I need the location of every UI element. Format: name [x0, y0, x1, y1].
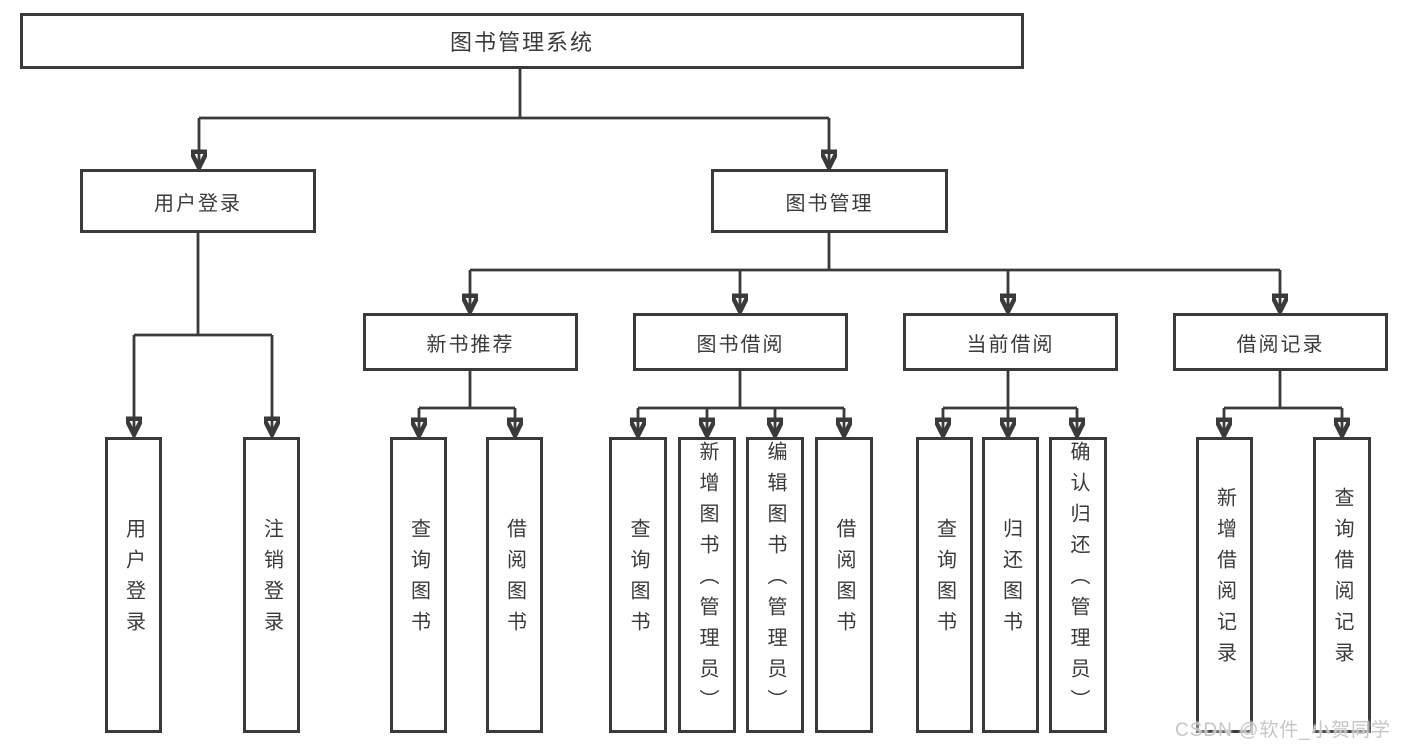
- leaf-query-books-2: 查询图书: [609, 437, 667, 733]
- node-book-borrow: 图书借阅: [633, 313, 848, 371]
- leaf-add-book-admin: 新增图书（管理员）: [678, 437, 736, 733]
- leaf-edit-book-admin: 编辑图书（管理员）: [746, 437, 804, 733]
- node-current-borrow-label: 当前借阅: [966, 333, 1055, 356]
- leaf-add-borrow-record: 新增借阅记录: [1196, 437, 1253, 733]
- leaf-edit-book-admin-label: 编辑图书（管理员）: [764, 440, 786, 720]
- node-book-management: 图书管理: [711, 169, 948, 233]
- leaf-borrow-books-1-label: 借阅图书: [503, 518, 526, 642]
- node-root-system: 图书管理系统: [20, 13, 1024, 69]
- node-user-login-label: 用户登录: [154, 192, 242, 215]
- leaf-return-books: 归还图书: [982, 437, 1039, 733]
- node-current-borrow: 当前借阅: [903, 313, 1118, 371]
- node-borrow-records: 借阅记录: [1173, 313, 1388, 371]
- leaf-confirm-return-admin-label: 确认归还（管理员）: [1067, 440, 1089, 720]
- csdn-watermark: CSDN @软件_小贺同学: [1175, 720, 1391, 741]
- leaf-query-books-3-label: 查询图书: [933, 518, 956, 642]
- node-borrow-records-label: 借阅记录: [1236, 333, 1325, 356]
- leaf-logout-login: 注销登录: [243, 437, 300, 733]
- node-book-borrow-label: 图书借阅: [696, 333, 785, 356]
- node-new-book-recommend: 新书推荐: [363, 313, 578, 371]
- node-root-label: 图书管理系统: [449, 30, 594, 55]
- leaf-confirm-return-admin: 确认归还（管理员）: [1049, 437, 1107, 733]
- leaf-query-books-1: 查询图书: [390, 437, 447, 733]
- leaf-borrow-books-2-label: 借阅图书: [833, 518, 855, 642]
- node-book-management-label: 图书管理: [785, 192, 874, 215]
- leaf-query-books-3: 查询图书: [916, 437, 973, 733]
- leaf-add-book-admin-label: 新增图书（管理员）: [696, 440, 718, 720]
- node-user-login: 用户登录: [80, 169, 316, 233]
- leaf-borrow-books-2: 借阅图书: [815, 437, 873, 733]
- leaf-query-borrow-record-label: 查询借阅记录: [1331, 487, 1353, 673]
- leaf-user-login: 用户登录: [105, 437, 162, 733]
- leaf-query-borrow-record: 查询借阅记录: [1313, 437, 1371, 733]
- leaf-add-borrow-record-label: 新增借阅记录: [1213, 487, 1236, 673]
- leaf-query-books-1-label: 查询图书: [407, 518, 430, 642]
- leaf-logout-login-label: 注销登录: [260, 518, 283, 642]
- leaf-borrow-books-1: 借阅图书: [486, 437, 543, 733]
- leaf-return-books-label: 归还图书: [999, 518, 1022, 642]
- leaf-query-books-2-label: 查询图书: [627, 518, 649, 642]
- leaf-user-login-label: 用户登录: [122, 518, 145, 642]
- node-new-book-recommend-label: 新书推荐: [426, 333, 515, 356]
